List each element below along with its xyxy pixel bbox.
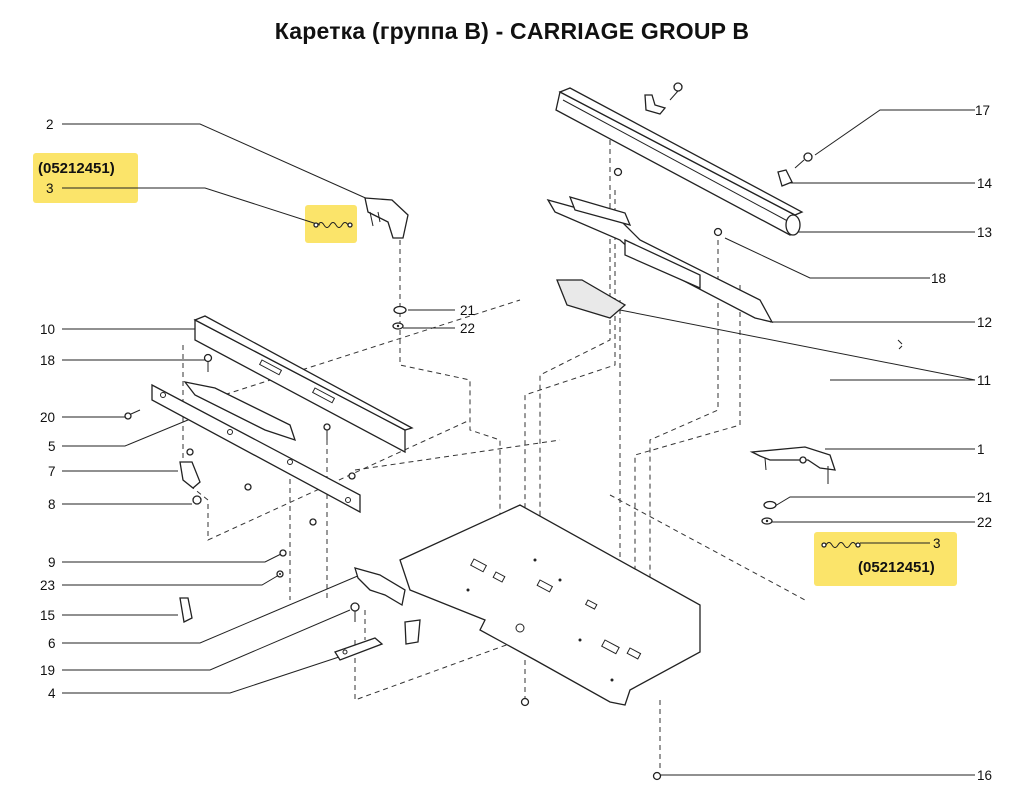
callout-labels: 2 (05212451) 3 10 18 20 5 7 8 9 23 15 6 … (38, 103, 993, 783)
callout-8: 8 (48, 497, 56, 512)
callout-16: 16 (977, 768, 992, 783)
stray-marks (897, 339, 903, 350)
callout-21-top: 21 (460, 303, 475, 318)
callout-17: 17 (975, 103, 990, 118)
callout-1: 1 (977, 442, 985, 457)
callout-10: 10 (40, 322, 55, 337)
screw-top (613, 82, 813, 237)
left-handle (364, 197, 409, 239)
base-plate (399, 504, 701, 706)
callout-5: 5 (48, 439, 56, 454)
upper-bar (193, 315, 414, 454)
rail-top (555, 87, 804, 236)
highlight-left-part-number (33, 153, 138, 203)
part-number-left: (05212451) (38, 160, 115, 177)
callout-18-right: 18 (931, 271, 946, 286)
washers-right (761, 500, 777, 525)
screw-16 (520, 697, 662, 781)
block-small (404, 619, 421, 645)
callout-6: 6 (48, 636, 56, 651)
callout-19: 19 (40, 663, 55, 678)
bracket-6 (354, 567, 406, 607)
callout-4: 4 (48, 686, 56, 701)
spring-left (313, 222, 353, 228)
callout-3-right: 3 (933, 536, 941, 551)
leader-lines (62, 109, 976, 776)
small-bracket (644, 94, 793, 187)
screws-left (124, 353, 356, 526)
stud-19 (350, 602, 360, 622)
part-number-right: (05212451) (858, 559, 935, 576)
clip-15 (179, 597, 193, 623)
washers-top (392, 305, 407, 330)
callout-22-top: 22 (460, 321, 475, 336)
lower-bar (151, 381, 361, 514)
callout-3-left: 3 (46, 181, 54, 196)
diagram-title: Каретка (группа В) - CARRIAGE GROUP B (274, 18, 750, 44)
pin-9-23 (276, 549, 287, 578)
callout-9: 9 (48, 555, 56, 570)
callout-20: 20 (40, 410, 55, 425)
callout-23: 23 (40, 578, 55, 593)
callout-7: 7 (48, 464, 56, 479)
assembly-guide-lines (182, 140, 806, 770)
callout-11: 11 (977, 373, 991, 388)
callout-15: 15 (40, 608, 55, 623)
spring-right (821, 542, 861, 548)
link-4 (334, 637, 384, 661)
right-handle (749, 446, 836, 484)
callout-22-right: 22 (977, 515, 992, 530)
callout-14: 14 (977, 176, 993, 191)
callout-13: 13 (977, 225, 992, 240)
callout-12: 12 (977, 315, 992, 330)
small-plate (556, 279, 627, 319)
latch-7 (179, 461, 202, 505)
callout-18-left: 18 (40, 353, 55, 368)
guide-channel (546, 196, 774, 323)
callout-21-right: 21 (977, 490, 992, 505)
callout-2: 2 (46, 117, 54, 132)
